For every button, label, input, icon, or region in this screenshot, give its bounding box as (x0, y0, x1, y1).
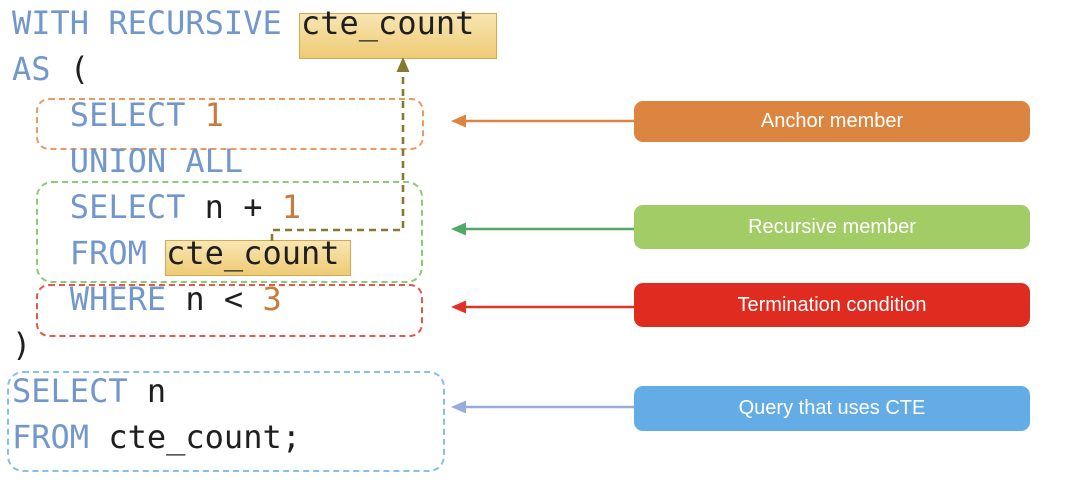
sql-code-block: WITH RECURSIVE cte_count AS ( SELECT 1 UN… (12, 0, 474, 460)
code-line: WITH RECURSIVE cte_count (12, 4, 475, 42)
code-line: WHERE n < 3 (69, 280, 282, 318)
anchor-member-label: Anchor member (634, 101, 1030, 142)
code-line: FROM cte_count; (12, 418, 301, 456)
anchor-member-arrow (451, 114, 634, 128)
termination-condition-region (36, 284, 423, 337)
query-uses-cte-arrow (451, 400, 634, 414)
code-line: ) (12, 326, 32, 364)
recursive-member-region (36, 181, 423, 283)
query-uses-cte-region (7, 371, 445, 472)
code-line: UNION ALL (69, 142, 244, 180)
recursive-member-label-text: Recursive member (748, 215, 916, 238)
code-line: SELECT n (12, 372, 167, 410)
code-line: SELECT n + 1 (69, 188, 301, 226)
cte-name-highlight-reference (165, 240, 351, 276)
cte-name-highlight-definition (299, 13, 497, 59)
anchor-member-label-text: Anchor member (760, 110, 904, 132)
termination-condition-arrow (451, 300, 634, 314)
anchor-member-region (36, 98, 424, 150)
query-uses-cte-label: Query that uses CTE (634, 386, 1030, 431)
recursive-member-label: Recursive member (634, 205, 1030, 249)
code-line: FROM cte_count (69, 234, 340, 272)
code-line: AS ( (12, 50, 90, 88)
query-uses-cte-label-text: Query that uses CTE (738, 397, 926, 419)
termination-condition-label-text: Termination condition (737, 293, 927, 316)
code-line: SELECT 1 (69, 96, 224, 134)
recursive-member-arrow (451, 222, 634, 236)
termination-condition-label: Termination condition (634, 283, 1030, 327)
